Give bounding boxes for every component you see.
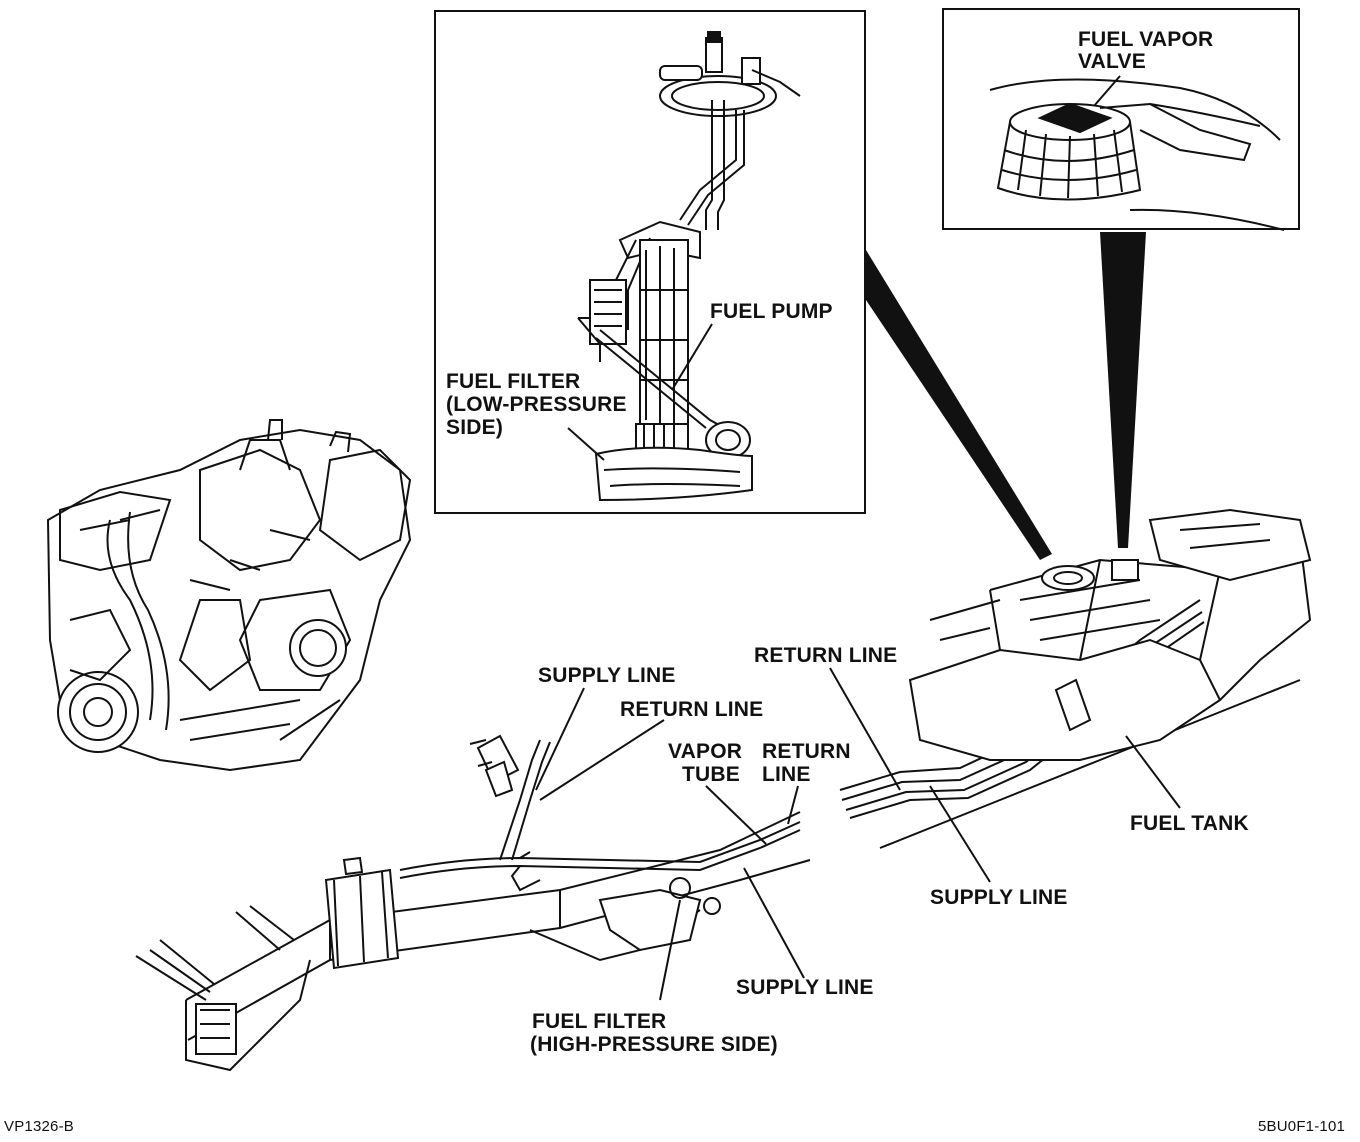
fuel-filter-high-leader xyxy=(659,899,681,1001)
supply-line-right-leader xyxy=(929,785,991,883)
callout-wedges xyxy=(866,232,1146,560)
fuel-vapor-valve-drawing xyxy=(989,75,1285,231)
fuel-filter-low-label-line1: FUEL FILTER xyxy=(446,370,581,393)
valve-callout-wedge xyxy=(1100,232,1146,548)
return-line-left-leader xyxy=(539,719,665,801)
return-line-right-leader xyxy=(829,667,901,791)
supply-line-left-leader xyxy=(535,687,585,791)
fuel-filter-high-label-line2: (HIGH-PRESSURE SIDE) xyxy=(530,1033,778,1056)
fuel-filter-low-leader xyxy=(567,427,605,461)
return-line-left-label: RETURN LINE xyxy=(620,698,764,721)
fuel-vapor-valve-leader xyxy=(1093,75,1121,107)
fuel-pump-label: FUEL PUMP xyxy=(710,300,833,323)
fuel-filter-high-label-line1: FUEL FILTER xyxy=(532,1010,667,1033)
fuel-filter-low-label-line2: (LOW-PRESSURE xyxy=(446,393,627,416)
vapor-tube-label-line1: VAPOR xyxy=(668,740,743,763)
fuel-pump-drawing xyxy=(567,31,801,502)
figure-code-left: VP1326-B xyxy=(4,1118,74,1135)
pump-callout-wedge xyxy=(866,250,1052,560)
supply-line-bottom-label: SUPPLY LINE xyxy=(736,976,874,999)
return-line-mid-leader xyxy=(787,785,799,825)
frame-and-lines xyxy=(135,508,1312,1072)
figure-code-right: 5BU0F1-101 xyxy=(1258,1118,1346,1135)
fuel-tank-label: FUEL TANK xyxy=(1130,812,1249,835)
fuel-tank-leader xyxy=(1125,735,1181,809)
supply-line-left-label: SUPPLY LINE xyxy=(538,664,676,687)
supply-line-right-label: SUPPLY LINE xyxy=(930,886,1068,909)
fuel-vapor-valve-inset xyxy=(942,8,1300,230)
fuel-vapor-valve-label-line1: FUEL VAPOR xyxy=(1078,28,1214,51)
supply-line-bottom-leader xyxy=(743,867,805,979)
return-line-right-label: RETURN LINE xyxy=(754,644,898,667)
fuel-filter-low-label-line3: SIDE) xyxy=(446,416,504,439)
vapor-tube-label-line2: TUBE xyxy=(682,763,740,786)
fuel-pump-leader xyxy=(671,323,713,391)
fuel-vapor-valve-label-line2: VALVE xyxy=(1078,50,1146,73)
return-line-mid-label-line2: LINE xyxy=(762,763,811,786)
engine-drawing xyxy=(46,419,412,772)
return-line-mid-label-line1: RETURN xyxy=(762,740,851,763)
vapor-tube-leader xyxy=(705,785,767,845)
